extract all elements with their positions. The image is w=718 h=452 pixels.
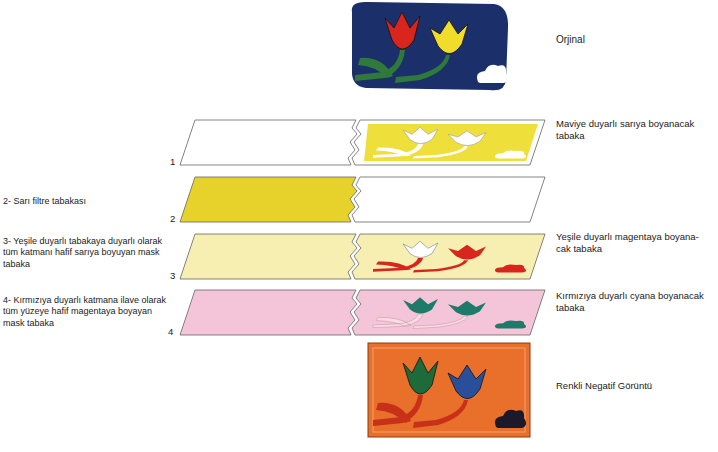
- original-image: [352, 2, 508, 90]
- callout-number: 2: [170, 213, 180, 225]
- layer-label: Orjinal: [556, 34, 706, 47]
- callout-number: 1: [170, 156, 180, 168]
- layer-label: Kırmızıya duyarlı cyana boyanacak tabaka: [556, 290, 711, 314]
- layer-3: [180, 234, 545, 279]
- layer-label: 2- Sarı filtre tabakası: [3, 196, 168, 207]
- callout-number: 4: [168, 326, 178, 338]
- layer-4: [180, 290, 545, 335]
- layer-label: 3- Yeşile duyarlı tabakaya duyarlı olara…: [3, 236, 168, 270]
- layer-label: Yeşile duyarlı magentaya boyana- cak tab…: [556, 231, 711, 255]
- layer-1: [180, 120, 545, 165]
- layer-label: Renkli Negatif Görüntü: [556, 380, 711, 392]
- layer-label: 4- Kırmızıya duyarlı katmana ilave olara…: [3, 295, 168, 329]
- color-negative-image: [368, 343, 530, 437]
- layer-2: [180, 177, 545, 222]
- layer-label: Maviye duyarlı sarıya boyanacak tabaka: [556, 118, 711, 142]
- callout-number: 3: [170, 270, 180, 282]
